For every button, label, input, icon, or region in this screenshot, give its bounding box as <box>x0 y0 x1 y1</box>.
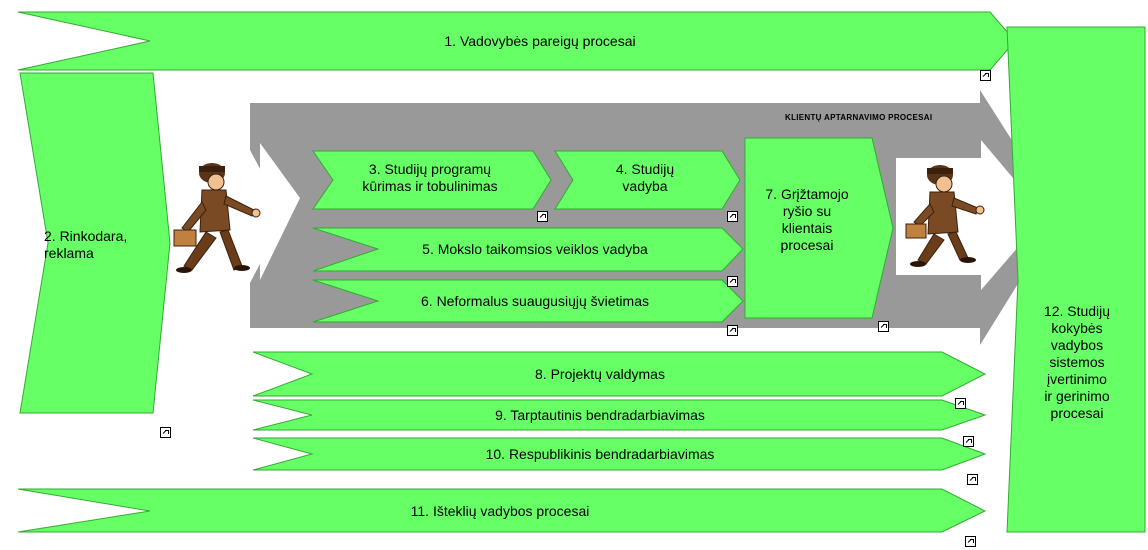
process-3-arrow[interactable] <box>312 150 552 210</box>
shortcut-arrow-icon[interactable] <box>963 436 974 447</box>
process-10-arrow[interactable] <box>252 437 987 471</box>
process-9-label: 9. Tarptautinis bendradarbiavimas <box>495 407 705 423</box>
process-2-label: 2. Rinkodara, reklama <box>44 228 128 261</box>
process-5-label: 5. Mokslo taikomsios veiklos vadyba <box>422 241 648 257</box>
process-6-arrow[interactable] <box>312 279 744 323</box>
shortcut-arrow-icon[interactable] <box>967 474 978 485</box>
process-8-arrow[interactable] <box>252 351 987 397</box>
shortcut-arrow-icon[interactable] <box>727 276 738 287</box>
left-white-entry <box>260 143 300 280</box>
process-7-arrow[interactable] <box>744 137 894 319</box>
shortcut-arrow-icon[interactable] <box>955 398 966 409</box>
process-10-label: 10. Respublikinis bendradarbiavimas <box>485 446 715 462</box>
process-8-label: 8. Projektų valdymas <box>535 366 665 382</box>
process-12-arrow[interactable] <box>1006 26 1146 533</box>
process-6-label: 6. Neformalus suaugusiųjų švietimas <box>421 293 649 309</box>
shortcut-arrow-icon[interactable] <box>160 427 171 438</box>
process-2-arrow[interactable] <box>19 72 171 414</box>
process-4-label: 4. Studijų vadyba <box>615 161 675 194</box>
walking-man-icon <box>173 163 261 273</box>
process-11-label: 11. Išteklių vadybos procesai <box>410 503 590 519</box>
process-11-arrow[interactable] <box>17 488 987 533</box>
shortcut-arrow-icon[interactable] <box>965 536 976 547</box>
walking-man-icon <box>905 165 985 267</box>
process-7-label: 7. Grįžtamojo ryšio su klientais procesa… <box>765 186 849 253</box>
shortcut-arrow-icon[interactable] <box>878 321 889 332</box>
process-9-arrow[interactable] <box>252 399 987 431</box>
client-service-banner: KLIENTŲ APTARNAVIMO PROCESAI <box>785 113 933 122</box>
shortcut-arrow-icon[interactable] <box>727 211 738 222</box>
process-12-label: 12. Studijų kokybės vadybos sistemos įve… <box>1043 303 1111 421</box>
shortcut-arrow-icon[interactable] <box>727 325 738 336</box>
process-5-arrow[interactable] <box>312 227 744 272</box>
right-white-tip <box>981 140 1045 290</box>
shortcut-arrow-icon[interactable] <box>537 211 548 222</box>
shortcut-arrow-icon[interactable] <box>980 70 991 81</box>
process-1-label: 1. Vadovybės pareigų procesai <box>444 33 636 49</box>
process-4-arrow[interactable] <box>554 150 741 210</box>
process-3-label: 3. Studijų programų kūrimas ir tobulinim… <box>362 161 498 194</box>
